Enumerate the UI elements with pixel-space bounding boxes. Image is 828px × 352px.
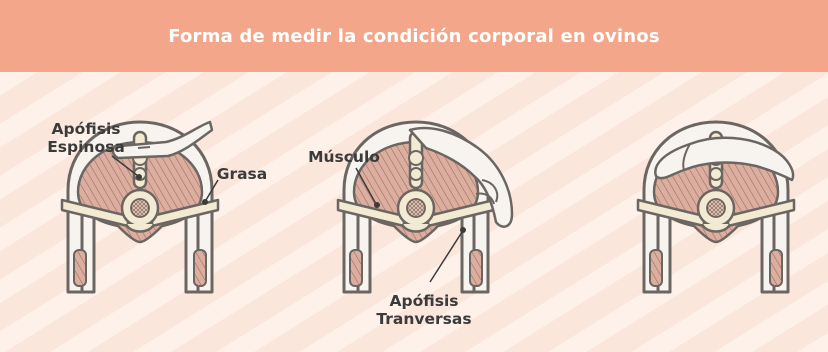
label-apofisis-espinosa-2: Espinosa	[47, 138, 125, 156]
label-musculo: Músculo	[308, 148, 380, 166]
label-grasa: Grasa	[217, 165, 268, 183]
label-apofisis-tranversas-2: Tranversas	[376, 310, 471, 328]
label-apofisis-espinosa-1: Apófisis	[52, 120, 121, 138]
header-banner: Forma de medir la condición corporal en …	[0, 0, 828, 72]
hand-icon-1	[111, 120, 214, 160]
body-condition-diagram: Apófisis Espinosa Grasa Músculo Apófisis…	[0, 72, 828, 352]
hand-icon-2	[408, 126, 514, 228]
label-apofisis-tranversas-1: Apófisis	[390, 292, 459, 310]
page-title: Forma de medir la condición corporal en …	[168, 25, 660, 47]
